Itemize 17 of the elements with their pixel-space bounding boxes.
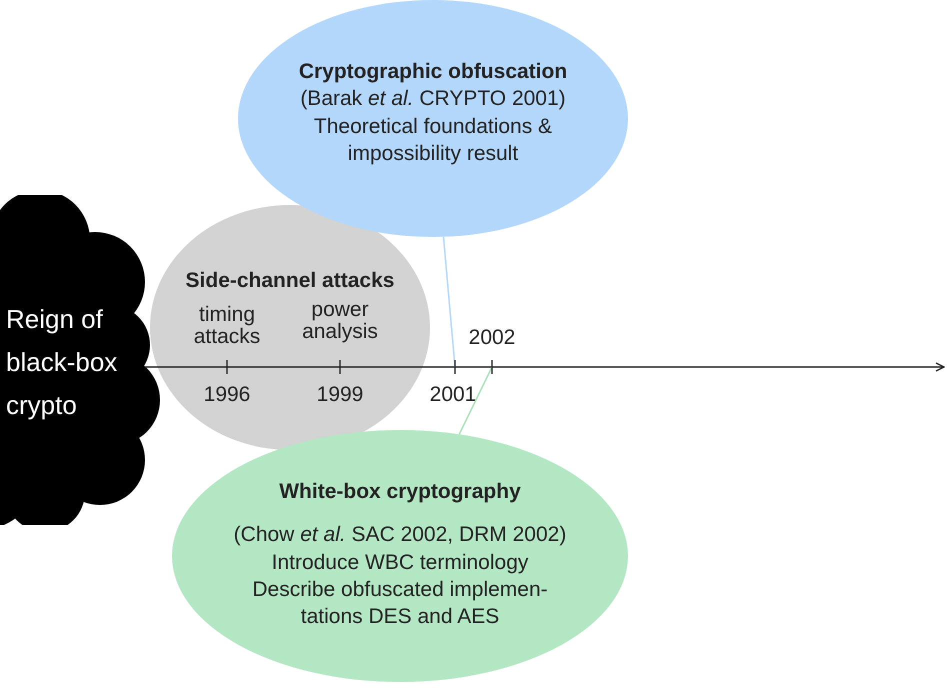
leader-line xyxy=(442,236,456,368)
year-label: 2001 xyxy=(428,384,478,406)
year-label: 1999 xyxy=(316,384,364,406)
heading: White-box cryptography xyxy=(279,479,521,505)
year-label: 2002 xyxy=(468,327,516,350)
event-label: timing attacks xyxy=(192,304,262,348)
description: Describe obfuscated implemen- tations DES and AES xyxy=(251,576,549,630)
cloud-label: Reign of black-box crypto xyxy=(6,303,118,422)
leader-line xyxy=(458,366,493,435)
heading: Side-channel attacks xyxy=(186,268,394,294)
year-label: 1996 xyxy=(202,384,252,406)
description: Theoretical foundations & impossibility result xyxy=(312,114,554,167)
heading: Cryptographic obfuscation xyxy=(298,59,568,85)
description: Introduce WBC terminology xyxy=(272,550,528,576)
event-label: power analysis xyxy=(301,299,379,344)
description: (Chow et al. SAC 2002, DRM 2002) xyxy=(234,522,566,548)
description: (Barak et al. CRYPTO 2001) xyxy=(300,86,566,112)
